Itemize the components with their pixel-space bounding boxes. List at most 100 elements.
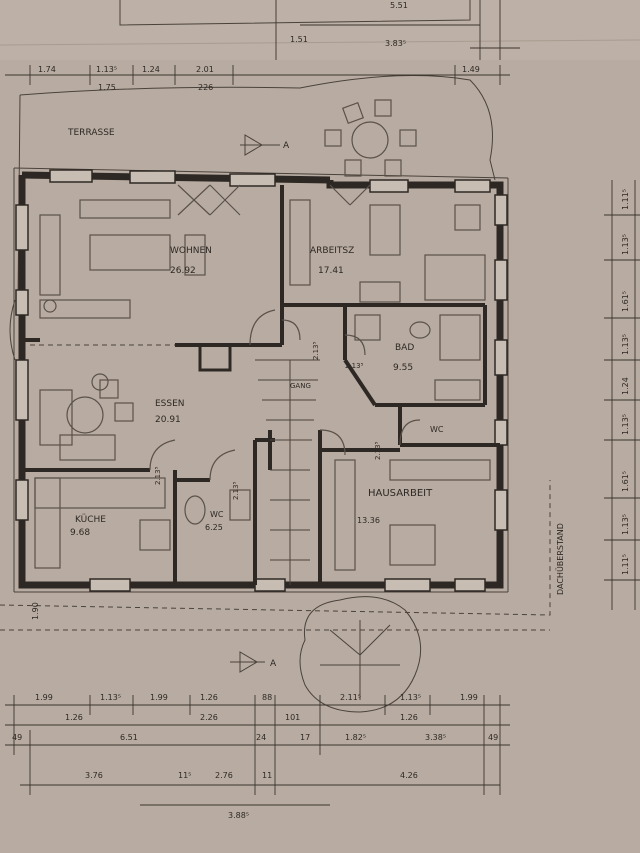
top-annex	[119, 0, 520, 60]
dim-row-bottom-3: 49 6.51 24 17 1.82⁵ 3.38⁵ 49	[12, 733, 498, 742]
dimension-label: 2.76	[215, 771, 233, 780]
furniture-kueche	[34, 477, 171, 569]
furniture-bad	[354, 314, 481, 401]
door-kueche	[149, 439, 176, 471]
door-dim: 2.13⁵	[154, 466, 162, 485]
windows	[15, 169, 508, 592]
dim-top: 1.74	[38, 65, 56, 74]
dimension-label: 49	[12, 733, 22, 742]
dimension-label: 11	[262, 771, 272, 780]
section-markers	[230, 134, 280, 673]
dimension-label: 101	[285, 713, 300, 722]
door-wc-left	[209, 449, 236, 481]
dachueberstand-line	[0, 480, 551, 616]
room-label-kueche: KÜCHE	[75, 514, 106, 525]
stairs	[255, 359, 320, 585]
dimension-label: 49	[488, 733, 498, 742]
room-label-hausarbeit: HAUSARBEIT	[368, 488, 433, 499]
dim-top: 1.51	[290, 35, 308, 44]
room-area-kueche: 9.68	[70, 528, 90, 538]
door-wc-right	[399, 419, 421, 446]
dimension-label: 3.38⁵	[425, 733, 446, 742]
door-dim: 2.13⁵	[374, 441, 382, 460]
room-label-wohnen: WOHNEN	[170, 246, 212, 256]
terrasse-outline	[19, 75, 496, 181]
dimension-label: 24	[256, 733, 266, 742]
room-label-gang: GANG	[290, 382, 311, 390]
door-dim: 2.13⁵	[345, 362, 364, 370]
paper-crease	[0, 39, 640, 46]
window	[15, 479, 29, 521]
window	[369, 179, 409, 193]
furniture-wohnen	[39, 199, 206, 319]
dimension-label: 1.61⁵	[621, 291, 630, 312]
dimension-label: 1.13⁵	[621, 234, 630, 255]
window	[494, 489, 508, 531]
window	[49, 169, 93, 183]
room-area-bad: 9.55	[393, 363, 413, 373]
room-area-hausarbeit: 13.36	[357, 516, 380, 525]
dimension-label: 6.51	[120, 733, 138, 742]
room-area-wohnen: 26.92	[170, 266, 196, 276]
dim-top: 1.75	[98, 83, 116, 92]
door-wohnen	[249, 309, 276, 346]
dim-chain-right	[604, 180, 640, 610]
window	[454, 179, 491, 193]
window	[15, 359, 29, 421]
window	[494, 194, 508, 226]
dim-top: 1.13⁵	[96, 65, 117, 74]
door-dim: 2.13⁵	[232, 481, 240, 500]
dimension-label: 1.13⁵	[400, 693, 421, 702]
furniture-essen	[39, 373, 134, 461]
room-area-arbeitsz: 17.41	[318, 266, 344, 276]
room-label-arbeitsz: ARBEITSZ	[310, 246, 354, 256]
dimension-label: 1.13⁵	[621, 334, 630, 355]
dimension-label: 1.11⁵	[621, 189, 630, 210]
section-letter-bottom: A	[270, 659, 277, 669]
dimension-label: 1.99	[150, 693, 168, 702]
dimension-label: 1.24	[621, 377, 630, 395]
dimension-label: 1.61⁵	[621, 471, 630, 492]
furniture-wc-left	[184, 489, 251, 525]
dim-top: 5.51	[390, 1, 408, 10]
window	[229, 173, 276, 187]
window	[254, 578, 286, 592]
doors	[149, 184, 421, 481]
door-arbeitsz-terrasse	[329, 184, 371, 206]
paper-fold-top	[0, 0, 640, 60]
room-label-bad: BAD	[395, 343, 414, 353]
window	[454, 578, 486, 592]
dim-row-top	[5, 65, 510, 85]
dimension-label: 88	[262, 693, 272, 702]
window	[129, 170, 176, 184]
dimension-label: 1.13⁵	[621, 514, 630, 535]
window	[89, 578, 131, 592]
interior-walls	[22, 185, 500, 585]
dim-chains-bottom	[5, 695, 510, 806]
dimension-label: 1.26	[400, 713, 418, 722]
door-hausarbeit	[319, 429, 346, 456]
window	[494, 419, 508, 446]
dimension-label: 1.13⁵	[621, 414, 630, 435]
window	[494, 339, 508, 376]
dim-row-bottom-5: 3.88⁵	[228, 811, 249, 820]
window	[15, 204, 29, 251]
room-label-essen: ESSEN	[155, 399, 185, 409]
dimension-label: 4.26	[400, 771, 418, 780]
room-area-wc-left: 6.25	[205, 523, 223, 532]
dim-top: 1.24	[142, 65, 160, 74]
dimension-label: 1.13⁵	[100, 693, 121, 702]
dimension-label: 1.99	[460, 693, 478, 702]
dimension-label: 17	[300, 733, 310, 742]
dimension-label: 1.82⁵	[345, 733, 366, 742]
room-label-wc-left: WC	[210, 510, 224, 519]
furniture-terrasse	[324, 99, 417, 177]
tree	[299, 596, 422, 713]
room-area-essen: 20.91	[155, 415, 181, 425]
furniture-hausarbeit	[334, 459, 491, 571]
dimension-label: 1.99	[35, 693, 53, 702]
dim-left: 1.90	[31, 602, 40, 620]
